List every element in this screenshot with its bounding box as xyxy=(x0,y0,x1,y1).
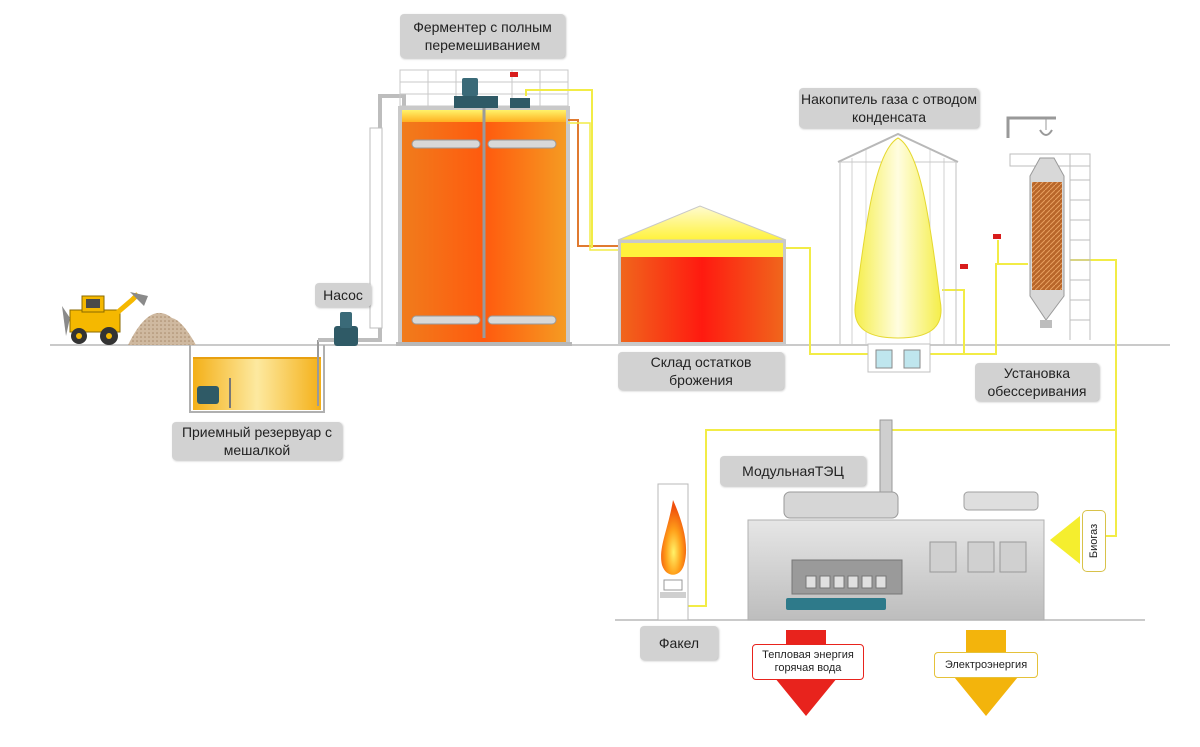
mixer-motor-icon xyxy=(197,386,219,404)
pump xyxy=(318,94,406,346)
gas-pipe-fermenter xyxy=(568,122,618,251)
flare-label: Факел xyxy=(640,626,718,660)
flame-icon xyxy=(661,500,687,575)
digestate-storage xyxy=(617,205,787,344)
desulfurization-unit xyxy=(1006,116,1091,340)
biogas-label: Биогаз xyxy=(1082,510,1106,572)
excavator-icon xyxy=(62,292,148,345)
gas-storage-label: Накопитель газа с отводом конденсата xyxy=(799,88,979,128)
pump-label: Насос xyxy=(315,283,371,307)
chp-module xyxy=(747,491,1045,621)
fermenter-label: Ферментер с полным перемешиванием xyxy=(400,14,565,58)
biogas-inlet-arrow xyxy=(1050,516,1080,564)
desulfurization-label: Установка обессеривания xyxy=(975,363,1099,401)
gas-pipe-flare xyxy=(688,259,1117,607)
valve-icon xyxy=(993,234,1001,239)
exhaust-stack xyxy=(879,419,893,493)
receiving-tank-label: Приемный резервуар с мешалкой xyxy=(172,422,342,460)
electricity-output-label: Электроэнергия xyxy=(934,652,1038,678)
digestate-storage-label: Склад остатков брожения xyxy=(618,352,784,390)
gas-pipe-top xyxy=(525,89,593,248)
gas-pipe-holder xyxy=(942,289,965,354)
biomass-pile xyxy=(128,312,196,345)
gas-holder xyxy=(837,132,968,373)
receiving-tank xyxy=(189,340,325,413)
valve-icon xyxy=(510,72,518,77)
digestate-pipe xyxy=(568,119,618,247)
fermenter xyxy=(396,69,572,346)
valve-icon xyxy=(960,264,968,269)
flare xyxy=(657,483,689,621)
heat-output-label: Тепловая энергия горячая вода xyxy=(752,644,864,680)
chp-label: МодульнаяТЭЦ xyxy=(720,456,866,486)
biogas-label-text: Биогаз xyxy=(1088,523,1101,559)
